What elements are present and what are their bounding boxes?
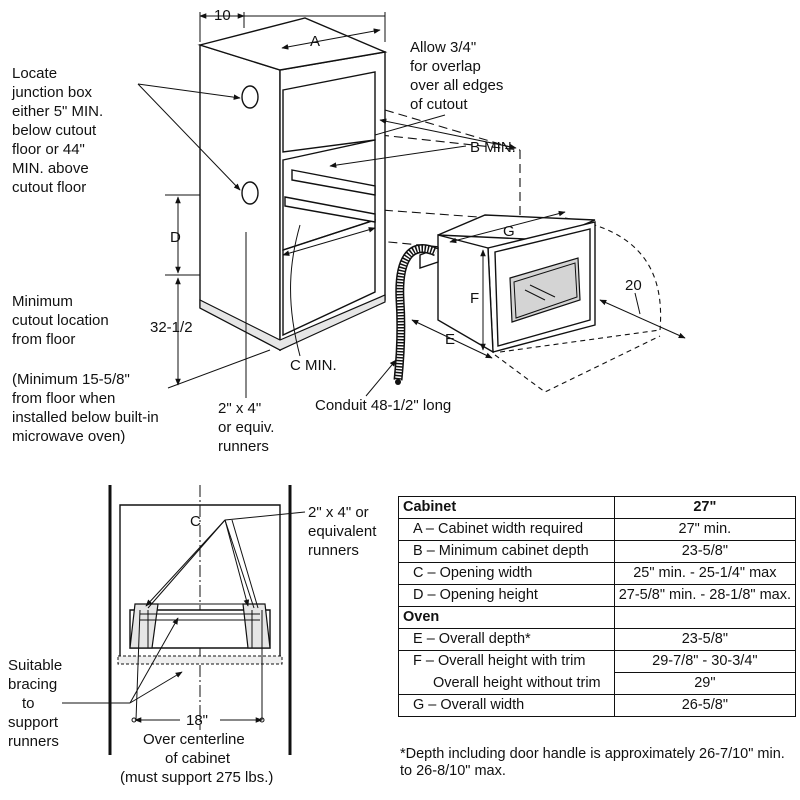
row-e-label: E – Overall depth* xyxy=(398,628,615,651)
junction-line3: either 5" MIN. xyxy=(12,103,103,120)
bracing-line3: to xyxy=(22,695,35,712)
size-header: 27" xyxy=(613,496,797,519)
b-min-label: B MIN. xyxy=(470,139,516,156)
bracing-line5: runners xyxy=(8,733,59,750)
dimension-d: D xyxy=(165,194,200,276)
table-footnote: *Depth including door handle is approxim… xyxy=(400,746,785,779)
table-row: A – Cabinet width required 27" min. xyxy=(398,518,797,541)
runners-top-line3: runners xyxy=(218,438,269,455)
oven-drawing xyxy=(419,214,662,393)
minimum-note-line4: microwave oven) xyxy=(12,428,125,445)
row-a-value: 27" min. xyxy=(613,518,797,541)
row-e-value: 23-5/8" xyxy=(613,628,797,651)
runners-bottom-line1: 2" x 4" or xyxy=(308,504,369,521)
cabinet-drawing xyxy=(197,17,581,352)
dim-20-label: 20 xyxy=(625,277,642,294)
front-view-drawing xyxy=(108,485,292,755)
dim-f-label: F xyxy=(470,290,479,307)
dim-e-label: E xyxy=(445,331,455,348)
row-f2-value: 29" xyxy=(613,672,797,695)
minimum-line2: cutout location xyxy=(12,312,109,329)
junction-line5: floor or 44" xyxy=(12,141,85,158)
centerline-mark: C xyxy=(190,513,201,530)
row-a-label: A – Cabinet width required xyxy=(398,518,615,541)
dim-32-label: 32-1/2 xyxy=(150,319,193,336)
allow-overlap-line2: for overlap xyxy=(410,58,481,75)
c-min-label: C MIN. xyxy=(290,357,337,374)
allow-overlap-line3: over all edges xyxy=(410,77,503,94)
table-row: D – Opening height 27-5/8" min. - 28-1/8… xyxy=(398,584,797,607)
bracing-line4: support xyxy=(8,714,59,731)
dim-18-label: 18" xyxy=(186,712,208,729)
conduit-label: Conduit 48-1/2" long xyxy=(315,397,451,414)
row-c-label: C – Opening width xyxy=(398,562,615,585)
dim-g-label: G xyxy=(503,223,515,240)
spec-table: Cabinet 27" A – Cabinet width required 2… xyxy=(398,496,797,717)
dim-10-label: 10 xyxy=(214,7,231,24)
cabinet-header: Cabinet xyxy=(398,496,615,519)
table-row: B – Minimum cabinet depth 23-5/8" xyxy=(398,540,797,563)
bracing-line2: bracing xyxy=(8,676,57,693)
bracing-line1: Suitable xyxy=(8,657,62,674)
table-row: C – Opening width 25" min. - 25-1/4" max xyxy=(398,562,797,585)
row-f-value: 29-7/8" - 30-3/4" xyxy=(613,650,797,673)
minimum-line3: from floor xyxy=(12,331,75,348)
minimum-line1: Minimum xyxy=(12,293,73,310)
runners-top-line2: or equiv. xyxy=(218,419,274,436)
dim-d-label: D xyxy=(170,229,181,246)
junction-line4: below cutout xyxy=(12,122,97,139)
table-row: Overall height without trim 29" xyxy=(398,672,797,695)
table-row: F – Overall height with trim 29-7/8" - 3… xyxy=(398,650,797,673)
centerline-line1: Over centerline xyxy=(143,731,245,748)
runners-top-line1: 2" x 4" xyxy=(218,400,261,417)
dimension-10: 10 xyxy=(199,7,386,42)
table-row: G – Overall width 26-5/8" xyxy=(398,694,797,717)
row-f2-label: Overall height without trim xyxy=(398,672,615,695)
minimum-note-line2: from floor when xyxy=(12,390,115,407)
centerline-line2: of cabinet xyxy=(165,750,231,767)
cabinet-header-row: Cabinet 27" xyxy=(398,496,797,519)
row-c-value: 25" min. - 25-1/4" max xyxy=(613,562,797,585)
junction-line7: cutout floor xyxy=(12,179,86,196)
row-d-label: D – Opening height xyxy=(398,584,615,607)
row-b-value: 23-5/8" xyxy=(613,540,797,563)
junction-line1: Locate xyxy=(12,65,57,82)
row-d-value: 27-5/8" min. - 28-1/8" max. xyxy=(613,584,797,607)
row-g-value: 26-5/8" xyxy=(613,694,797,717)
row-b-label: B – Minimum cabinet depth xyxy=(398,540,615,563)
junction-line6: MIN. above xyxy=(12,160,89,177)
row-g-label: G – Overall width xyxy=(398,694,615,717)
runners-bottom-line2: equivalent xyxy=(308,523,377,540)
dimension-a: A xyxy=(281,28,381,50)
centerline-line3: (must support 275 lbs.) xyxy=(120,769,273,786)
junction-line2: junction box xyxy=(11,84,93,101)
table-row: E – Overall depth* 23-5/8" xyxy=(398,628,797,651)
minimum-note-line3: installed below built-in xyxy=(12,409,159,426)
row-f-label: F – Overall height with trim xyxy=(398,650,615,673)
minimum-note-line1: (Minimum 15-5/8" xyxy=(12,371,130,388)
dim-a-label: A xyxy=(310,33,320,50)
runners-bottom-line3: runners xyxy=(308,542,359,559)
oven-header-row: Oven xyxy=(398,606,797,629)
allow-overlap-line1: Allow 3/4" xyxy=(410,39,476,56)
conduit xyxy=(393,244,438,385)
dimension-32-1-2: 32-1/2 xyxy=(150,277,271,389)
oven-header: Oven xyxy=(398,606,615,629)
allow-overlap-line4: of cutout xyxy=(410,96,468,113)
